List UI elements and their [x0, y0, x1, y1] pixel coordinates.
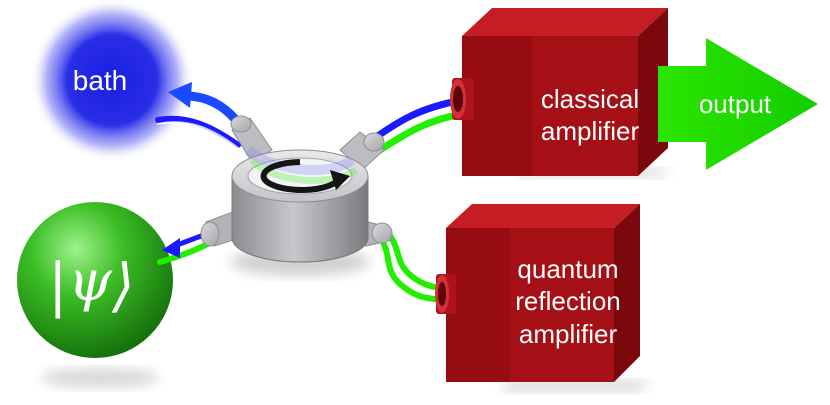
circulator-port-top-left [230, 115, 273, 163]
classical-amp-label-2: amplifier [541, 116, 640, 146]
psi-state-node: | ψ ⟩ [17, 202, 173, 388]
classical-amp-label-1: classical [541, 84, 639, 114]
circulator [200, 115, 393, 276]
output-label: output [699, 89, 772, 119]
quantum-wire-green-b [381, 225, 445, 291]
classical-wire-green [376, 110, 466, 154]
output-arrow: output [658, 38, 818, 170]
psi-symbol: ψ [68, 249, 113, 314]
psi-arrow-icon [162, 238, 180, 258]
bath-wire-white [157, 121, 239, 149]
circulator-port-top-right [339, 131, 385, 171]
bath-label: bath [73, 65, 128, 96]
bath-arrow-icon [181, 91, 241, 125]
psi-bracket-right: ⟩ [111, 251, 135, 319]
psi-bar-left: | [48, 251, 68, 319]
bath-wire [155, 115, 241, 148]
quantum-wire-green-a [375, 232, 445, 303]
bath-node: bath [30, 0, 194, 162]
bath-arrow-head [168, 82, 192, 108]
quantum-amp-label-3: amplifier [519, 319, 618, 349]
classical-wire-blue [368, 96, 466, 144]
circular-arrow-icon [260, 159, 350, 193]
quantum-amp-label-2: reflection [515, 286, 621, 316]
quantum-amp-label-1: quantum [517, 254, 618, 284]
quantum-reflection-amplifier: quantum reflection amplifier [435, 204, 650, 392]
classical-amplifier: classical amplifier [450, 8, 672, 178]
